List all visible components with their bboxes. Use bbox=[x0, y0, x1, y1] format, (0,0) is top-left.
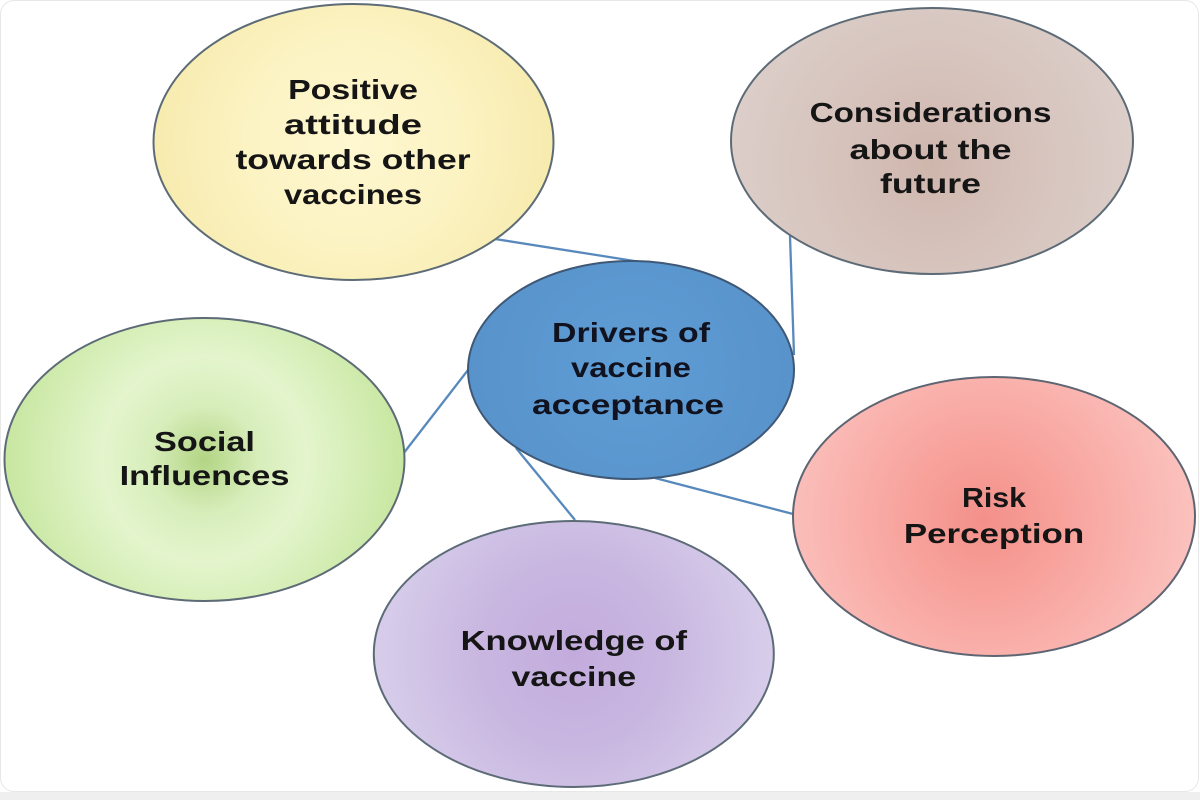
svg-text:Perception: Perception bbox=[904, 517, 1084, 549]
svg-text:Positive: Positive bbox=[288, 74, 418, 106]
svg-text:Drivers of: Drivers of bbox=[552, 317, 711, 349]
svg-text:Social: Social bbox=[154, 426, 255, 457]
svg-text:vaccine: vaccine bbox=[571, 352, 691, 383]
svg-text:Risk: Risk bbox=[962, 483, 1027, 514]
svg-text:Influences: Influences bbox=[120, 460, 290, 491]
svg-text:vaccines: vaccines bbox=[284, 179, 422, 210]
svg-text:future: future bbox=[880, 168, 981, 199]
svg-text:vaccine: vaccine bbox=[512, 661, 637, 692]
svg-text:acceptance: acceptance bbox=[532, 388, 724, 420]
svg-text:about the: about the bbox=[849, 134, 1011, 165]
svg-text:attitude: attitude bbox=[284, 110, 422, 141]
svg-text:Knowledge of: Knowledge of bbox=[461, 625, 688, 656]
svg-text:towards other: towards other bbox=[235, 144, 470, 175]
svg-text:Considerations: Considerations bbox=[810, 96, 1052, 128]
